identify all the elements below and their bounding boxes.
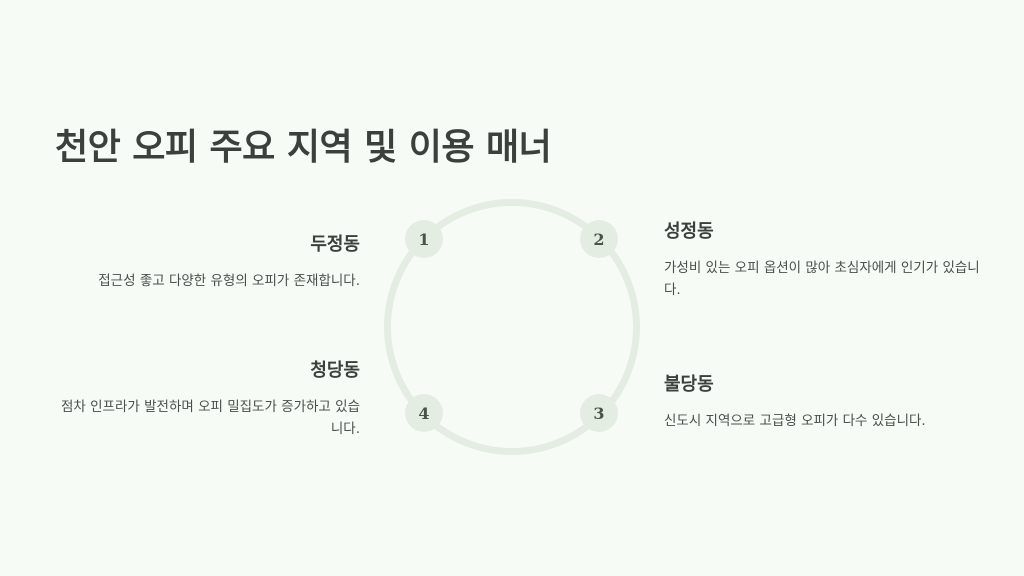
area-heading: 청당동 [310,360,360,381]
area-description: 접근성 좋고 다양한 유형의 오피가 존재합니다. [98,273,360,289]
area-item-buldang: 불당동 신도시 지역으로 고급형 오피가 다수 있습니다. [664,370,984,432]
area-item-seongjeong: 성정동 가성비 있는 오피 옵션이 많아 초심자에게 인기가 있습니다. [664,217,984,301]
step-badge-2: 2 [580,220,618,258]
area-heading: 성정동 [664,221,714,242]
step-badge-3: 3 [580,394,618,432]
area-heading: 두정동 [310,234,360,255]
area-description: 가성비 있는 오피 옵션이 많아 초심자에게 인기가 있습니다. [664,260,980,298]
step-badge-1: 1 [405,220,443,258]
area-item-cheongdang: 청당동 점차 인프라가 발전하며 오피 밀집도가 증가하고 있습니다. [50,356,360,440]
step-badge-4: 4 [405,394,443,432]
area-description: 점차 인프라가 발전하며 오피 밀집도가 증가하고 있습니다. [61,399,360,437]
cycle-ring [384,199,640,455]
area-heading: 불당동 [664,374,714,395]
area-description: 신도시 지역으로 고급형 오피가 다수 있습니다. [664,413,926,429]
page-title: 천안 오피 주요 지역 및 이용 매너 [55,127,552,168]
area-item-dujeong: 두정동 접근성 좋고 다양한 유형의 오피가 존재합니다. [40,230,360,292]
